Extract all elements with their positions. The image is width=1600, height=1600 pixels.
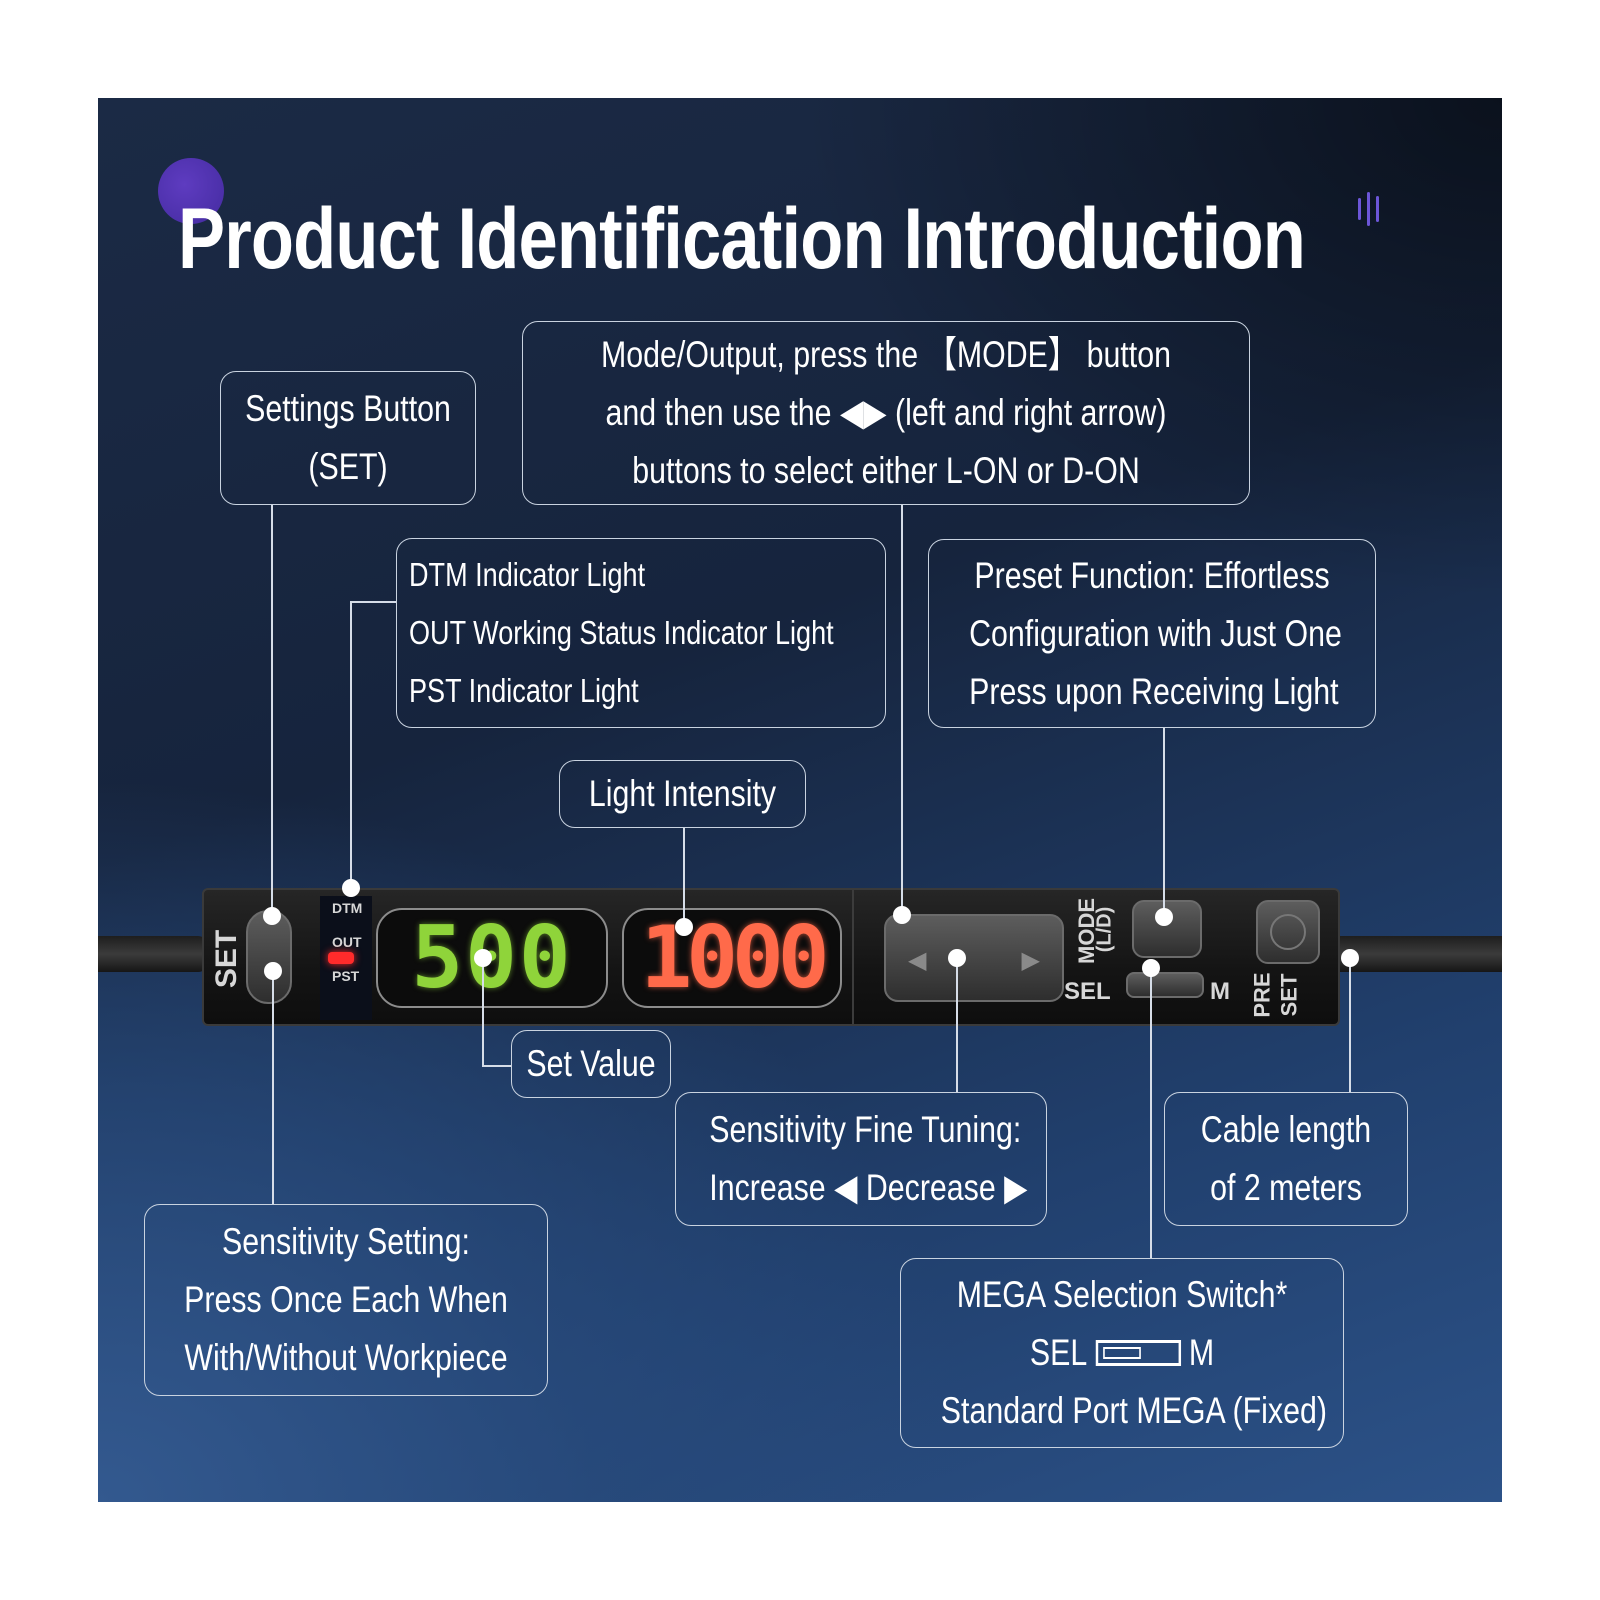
preset-button-ring	[1270, 914, 1306, 950]
cable-right	[1336, 936, 1502, 972]
preset-function-callout: Preset Function: Effortless Configuratio…	[928, 539, 1376, 728]
pointer-dot	[948, 949, 966, 967]
mode-ld-label: (L/D)	[1093, 906, 1116, 953]
preset-button[interactable]	[1256, 900, 1320, 964]
page-title: Product Identification Introduction	[178, 191, 1306, 287]
callout-line: Press Once Each When	[184, 1279, 508, 1320]
decorative-dot	[158, 158, 224, 224]
set-value-callout: Set Value	[511, 1030, 671, 1098]
callout-line: Mode/Output, press the 【MODE】 button	[601, 334, 1171, 375]
right-arrow-icon: ▶	[1021, 947, 1040, 974]
mode-output-callout: Mode/Output, press the 【MODE】 button and…	[522, 321, 1250, 505]
pst-indicator-label: PST	[332, 968, 360, 984]
set-button[interactable]	[246, 910, 292, 1004]
indicator-lights-callout: DTM Indicator Light OUT Working Status I…	[396, 538, 886, 728]
callout-line: Cable length	[1200, 1109, 1372, 1150]
cable-length-callout: Cable length of 2 meters	[1164, 1092, 1408, 1226]
pointer-dot	[1341, 949, 1359, 967]
divider	[852, 890, 854, 1024]
pre-label: PRE	[1249, 972, 1275, 1018]
callout-line: of 2 meters	[1210, 1167, 1362, 1208]
callout-line: Increase ◀ Decrease ▶	[709, 1167, 1028, 1208]
pointer-dot	[263, 907, 281, 925]
infographic-panel: Product Identification Introduction Sett…	[98, 98, 1502, 1502]
pointer-dot	[893, 906, 911, 924]
switch-icon	[1095, 1340, 1181, 1366]
callout-line: buttons to select either L-ON or D-ON	[632, 450, 1140, 491]
m-device-label: M	[1210, 978, 1230, 1005]
callout-line: (SET)	[308, 446, 388, 487]
dtm-indicator-label: DTM	[332, 900, 363, 916]
fine-tuning-callout: Sensitivity Fine Tuning: Increase ◀ Decr…	[675, 1092, 1047, 1226]
left-arrow-icon: ◀	[908, 947, 927, 974]
decorative-bars-icon	[1356, 192, 1384, 226]
pointer-dot	[1142, 959, 1160, 977]
sel-label: SEL	[1029, 1332, 1088, 1373]
callout-line: Press upon Receiving Light	[969, 670, 1339, 712]
pointer-dot	[474, 949, 492, 967]
pointer-dot	[264, 962, 282, 980]
cable-left	[98, 936, 208, 972]
light-intensity-callout: Light Intensity	[559, 760, 806, 828]
out-indicator-label: OUT	[332, 934, 362, 950]
callout-line: MEGA Selection Switch*	[956, 1274, 1288, 1315]
callout-line: Sensitivity Setting:	[222, 1221, 470, 1262]
arrow-rocker-button[interactable]: ◀ ▶	[884, 914, 1064, 1002]
callout-line: With/Without Workpiece	[184, 1337, 508, 1378]
callout-line: and then use the ◀▶ (left and right arro…	[605, 392, 1167, 433]
mega-switch-callout: MEGA Selection Switch* SEL M Standard Po…	[900, 1258, 1344, 1448]
callout-line: Standard Port MEGA (Fixed)	[940, 1390, 1327, 1431]
sel-device-label: SEL	[1064, 978, 1111, 1005]
connector-indicators	[350, 601, 396, 888]
pointer-dot	[1155, 908, 1173, 926]
sensor-amplifier: SET DTM OUT PST 500 1000 ◀ ▶ MODE (L/D) …	[202, 888, 1340, 1026]
callout-line: DTM Indicator Light	[409, 556, 646, 593]
pointer-dot	[675, 918, 693, 936]
set-label: SET	[210, 929, 244, 989]
set2-label: SET	[1276, 973, 1302, 1017]
callout-line: Sensitivity Fine Tuning:	[709, 1109, 1022, 1150]
callout-line: Settings Button	[245, 388, 451, 429]
callout-line: Preset Function: Effortless	[974, 554, 1330, 596]
callout-line: OUT Working Status Indicator Light	[409, 614, 834, 651]
sel-switch-line: SEL M	[941, 1324, 1303, 1382]
light-intensity-display: 1000	[622, 908, 842, 1008]
callout-line: Set Value	[526, 1043, 656, 1084]
callout-line: Light Intensity	[588, 773, 777, 814]
mega-selection-switch[interactable]	[1126, 972, 1204, 998]
m-label: M	[1188, 1332, 1215, 1373]
set-value-display: 500	[376, 908, 608, 1008]
indicator-strip: DTM OUT PST	[320, 896, 372, 1020]
settings-button-callout: Settings Button (SET)	[220, 371, 476, 505]
sensitivity-setting-callout: Sensitivity Setting: Press Once Each Whe…	[144, 1204, 548, 1396]
out-led	[328, 952, 354, 964]
callout-line: PST Indicator Light	[409, 672, 639, 709]
pointer-dot	[342, 879, 360, 897]
callout-line: Configuration with Just One	[969, 612, 1342, 654]
